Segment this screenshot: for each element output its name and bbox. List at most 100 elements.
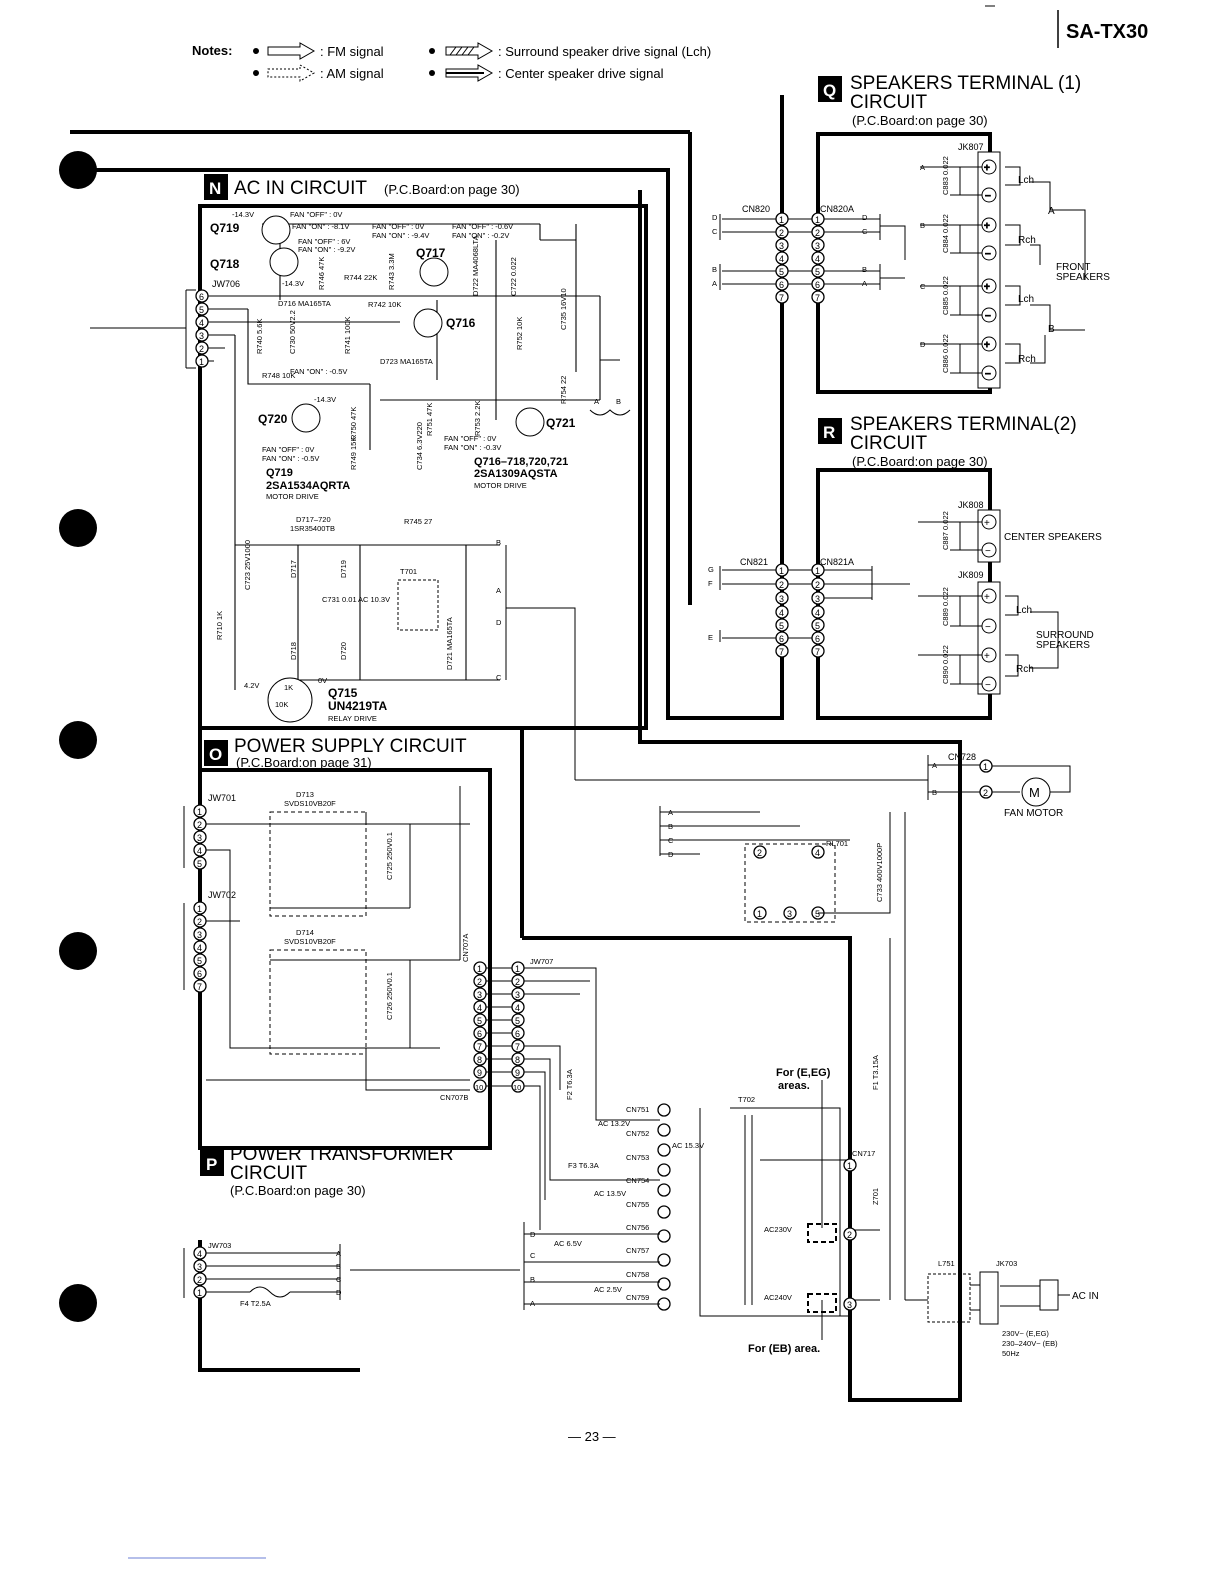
svg-text:3: 3 [199,331,204,341]
svg-text:D721 MA165TA: D721 MA165TA [445,617,454,670]
fm-arrow-icon [267,42,316,60]
svg-text:−: − [985,680,991,691]
svg-text:C884 0.022: C884 0.022 [941,214,950,253]
svg-text:D: D [668,850,674,859]
fan-motor-block: CN728 1 2 AB M FAN MOTOR [575,752,1071,819]
svg-text:JK809: JK809 [958,570,984,580]
svg-text:RL701: RL701 [826,839,848,848]
svg-text:D717: D717 [289,560,298,578]
svg-text:CENTER SPEAKERS: CENTER SPEAKERS [1004,532,1102,543]
svg-text:6: 6 [199,292,204,302]
svg-text:A: A [862,279,867,288]
svg-text:+: + [984,282,990,293]
svg-text:5: 5 [477,1016,482,1026]
svg-text:CIRCUIT: CIRCUIT [230,1163,307,1184]
svg-text:3: 3 [477,990,482,1000]
svg-text:3: 3 [197,833,202,843]
svg-text:A: A [496,586,501,595]
svg-text:50Hz: 50Hz [1002,1349,1020,1358]
model-number: SA-TX30 [1066,21,1148,43]
svg-text:R743 3.3M: R743 3.3M [387,253,396,290]
svg-text:C887 0.022: C887 0.022 [941,511,950,550]
svg-text:AC IN: AC IN [1072,1291,1099,1302]
svg-text:P: P [206,1155,217,1174]
svg-text:9: 9 [515,1068,520,1078]
svg-text:4: 4 [815,848,820,858]
svg-text:C: C [668,836,674,845]
svg-text:−: − [985,191,991,202]
svg-text:D: D [530,1230,536,1239]
svg-text:C735 16V10: C735 16V10 [559,288,568,330]
svg-text:1: 1 [197,807,202,817]
svg-text:7: 7 [197,982,202,992]
svg-text:2: 2 [757,848,762,858]
svg-text:C725 250V0.1: C725 250V0.1 [385,832,394,880]
svg-text:Rch: Rch [1018,235,1036,246]
note-fm: : FM signal [320,44,384,59]
svg-text:SVDS10VB20F: SVDS10VB20F [284,799,336,808]
svg-text:2: 2 [197,917,202,927]
svg-text:5: 5 [197,956,202,966]
svg-text:SURROUND: SURROUND [1036,630,1094,641]
svg-text:CN759: CN759 [626,1293,649,1302]
section-q-title: SPEAKERS TERMINAL (1) [850,73,1081,94]
svg-text:CN756: CN756 [626,1223,649,1232]
svg-text:10K: 10K [275,700,288,709]
svg-text:2: 2 [197,820,202,830]
svg-text:B: B [1048,324,1055,335]
svg-text:CN728: CN728 [948,752,976,762]
svg-text:2: 2 [847,1230,852,1240]
svg-text:D723 MA165TA: D723 MA165TA [380,357,433,366]
svg-text:B: B [932,788,937,797]
svg-text:Q720: Q720 [258,412,288,426]
svg-text:D720: D720 [339,642,348,660]
svg-text:AC 6.5V: AC 6.5V [554,1239,582,1248]
svg-text:7: 7 [477,1042,482,1052]
svg-text:4: 4 [779,254,784,264]
ac-in-block: L751 JK703 AC IN 230V~ (E,EG) 230–240V~ … [905,1259,1099,1358]
svg-text:areas.: areas. [778,1080,810,1092]
svg-text:−: − [985,622,991,633]
section-n-title: AC IN CIRCUIT [234,178,367,199]
svg-text:Q719: Q719 [210,221,240,235]
svg-text:+: + [984,651,990,662]
svg-text:FAN "OFF" : 6V: FAN "OFF" : 6V [298,237,350,246]
svg-text:6: 6 [515,1029,520,1039]
svg-text:Q718: Q718 [210,257,240,271]
section-n: N AC IN CIRCUIT (P.C.Board:on page 30) J… [90,174,648,780]
svg-text:JW702: JW702 [208,890,236,900]
surround-arrow-icon [445,42,494,60]
svg-text:D722 MA4068LTA: D722 MA4068LTA [471,235,480,296]
svg-text:7: 7 [779,647,784,657]
svg-text:JK808: JK808 [958,500,984,510]
relay-block: AB CD 2 4 1 3 5 RL701 C733 400V1000P [659,806,891,1300]
svg-text:9: 9 [477,1068,482,1078]
svg-text:C: C [530,1251,536,1260]
svg-text:CN821A: CN821A [820,557,854,567]
q720-symbol [291,403,321,433]
svg-text:(P.C.Board:on page 31): (P.C.Board:on page 31) [236,755,372,770]
svg-text:B: B [336,1262,341,1271]
svg-text:A: A [668,808,673,817]
svg-text:Q: Q [823,81,836,100]
svg-text:SPEAKERS: SPEAKERS [1036,640,1090,651]
svg-text:CN717: CN717 [852,1149,875,1158]
section-o-title: POWER SUPPLY CIRCUIT [234,736,467,757]
svg-text:(P.C.Board:on page 30): (P.C.Board:on page 30) [852,454,988,469]
svg-text:CN758: CN758 [626,1270,649,1279]
svg-text:Q721: Q721 [546,416,576,430]
q718-symbol [269,247,299,277]
svg-text:Z701: Z701 [871,1188,880,1205]
svg-text:−: − [985,546,991,557]
note-am: : AM signal [320,66,384,81]
svg-text:UN4219TA: UN4219TA [328,699,387,713]
svg-text:D: D [496,618,502,627]
svg-text:AC 10.3V: AC 10.3V [358,595,390,604]
svg-text:D717–720: D717–720 [296,515,331,524]
svg-text:R710 1K: R710 1K [215,611,224,640]
svg-text:Rch: Rch [1016,664,1034,675]
svg-text:CN707B: CN707B [440,1093,468,1102]
note-center: : Center speaker drive signal [498,66,664,81]
svg-text:Q717: Q717 [416,246,446,260]
